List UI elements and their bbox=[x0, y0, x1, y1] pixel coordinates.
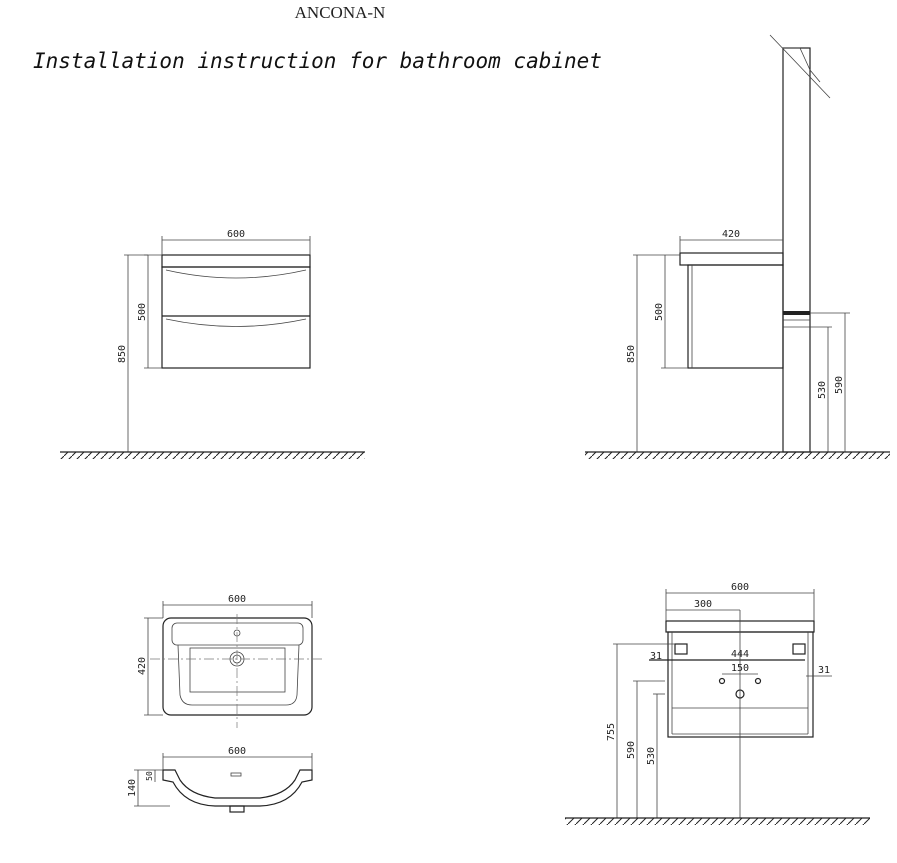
side-pipe-upper-dim: 590 bbox=[834, 376, 845, 394]
page-title: Installation instruction for bathroom ca… bbox=[33, 49, 602, 73]
wall bbox=[782, 47, 811, 453]
basin-top-view: 600 420 bbox=[137, 594, 322, 728]
section-height-dim: 140 bbox=[127, 779, 138, 797]
rear-pipe-upper-dim: 590 bbox=[626, 741, 637, 759]
front-install-height-dim: 850 bbox=[117, 345, 128, 363]
model-name: ANCONA-N bbox=[295, 3, 386, 22]
side-height-dim: 500 bbox=[654, 303, 665, 321]
right-offset-dim: 31 bbox=[818, 665, 830, 676]
rear-view: 444 31 31 150 600 300 755 590 530 bbox=[565, 582, 870, 825]
left-bracket bbox=[674, 643, 688, 655]
floor-hatch bbox=[60, 452, 365, 459]
front-view: 600 500 850 bbox=[60, 229, 365, 459]
basin-width-dim: 600 bbox=[228, 594, 246, 605]
side-install-height-dim: 850 bbox=[626, 345, 637, 363]
rear-width-dim: 600 bbox=[731, 582, 749, 593]
side-view: 420 500 850 590 530 bbox=[585, 34, 890, 459]
side-depth-dim: 420 bbox=[722, 229, 740, 240]
front-height-dim: 500 bbox=[137, 303, 148, 321]
rear-half-width-dim: 300 bbox=[694, 599, 712, 610]
section-width-dim: 600 bbox=[228, 746, 246, 757]
basin-depth-dim: 420 bbox=[137, 657, 148, 675]
bracket-height-dim: 755 bbox=[606, 723, 617, 741]
front-width-dim: 600 bbox=[227, 229, 245, 240]
basin-section: 600 140 50 bbox=[127, 746, 313, 813]
left-offset-dim: 31 bbox=[650, 651, 662, 662]
right-bracket bbox=[792, 643, 806, 655]
side-pipe-lower-dim: 530 bbox=[817, 381, 828, 399]
rear-pipe-lower-dim: 530 bbox=[646, 747, 657, 765]
section-rim-dim: 50 bbox=[145, 771, 154, 781]
